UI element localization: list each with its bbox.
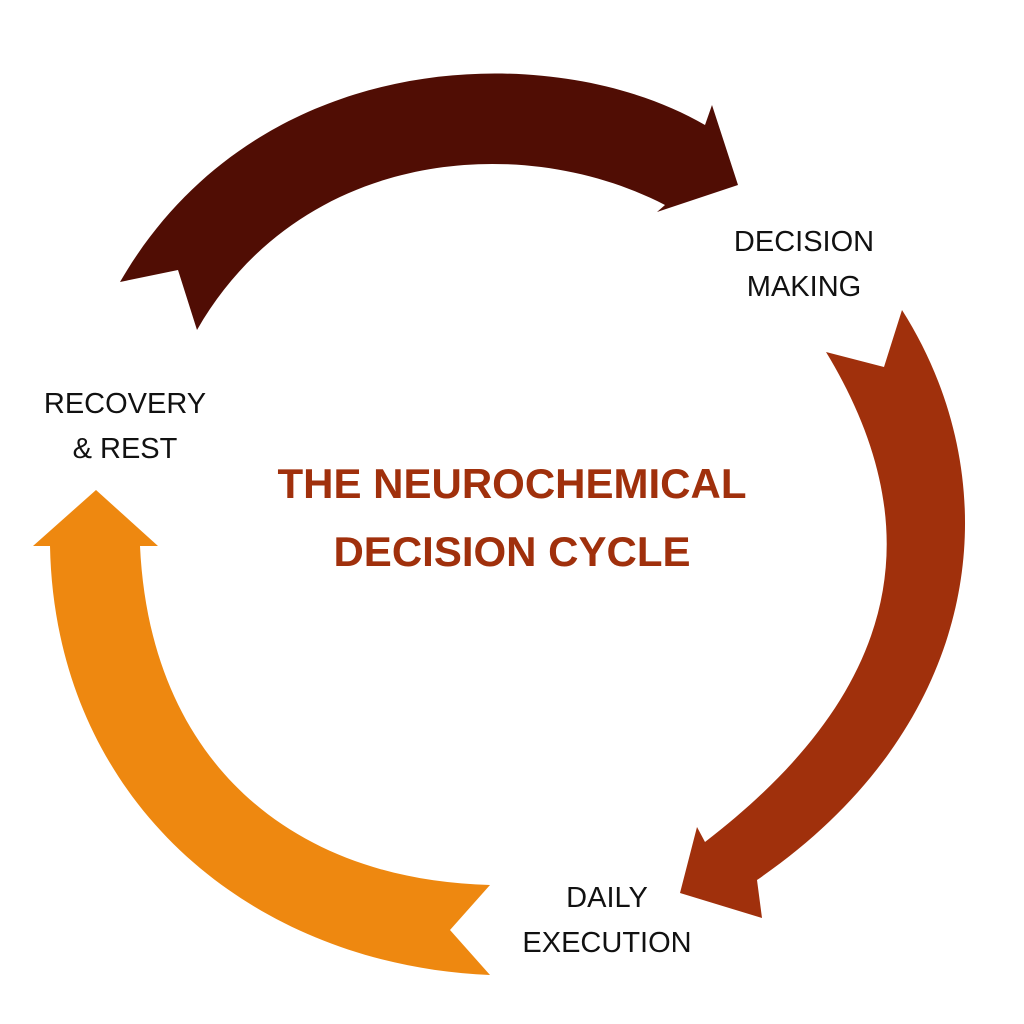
stage-label-recovery-rest: RECOVERY & REST <box>20 382 230 472</box>
arrow-to-recovery-rest-icon <box>33 490 490 975</box>
stage-label-line: DECISION <box>733 226 875 258</box>
stage-label-line: RECOVERY <box>43 388 207 420</box>
arrow-to-decision-making-icon <box>120 73 738 330</box>
stage-label-line: DAILY <box>566 882 648 914</box>
diagram-title: THE NEUROCHEMICAL DECISION CYCLE <box>200 450 824 586</box>
title-line: THE NEUROCHEMICAL <box>277 460 747 507</box>
stage-label-line: EXECUTION <box>522 927 692 959</box>
stage-label-line: & REST <box>72 433 178 465</box>
stage-label-line: MAKING <box>746 271 862 303</box>
title-line: DECISION CYCLE <box>333 528 691 575</box>
stage-label-daily-execution: DAILY EXECUTION <box>502 876 712 966</box>
arrow-to-daily-execution-icon <box>680 310 966 918</box>
stage-label-decision-making: DECISION MAKING <box>714 220 894 310</box>
